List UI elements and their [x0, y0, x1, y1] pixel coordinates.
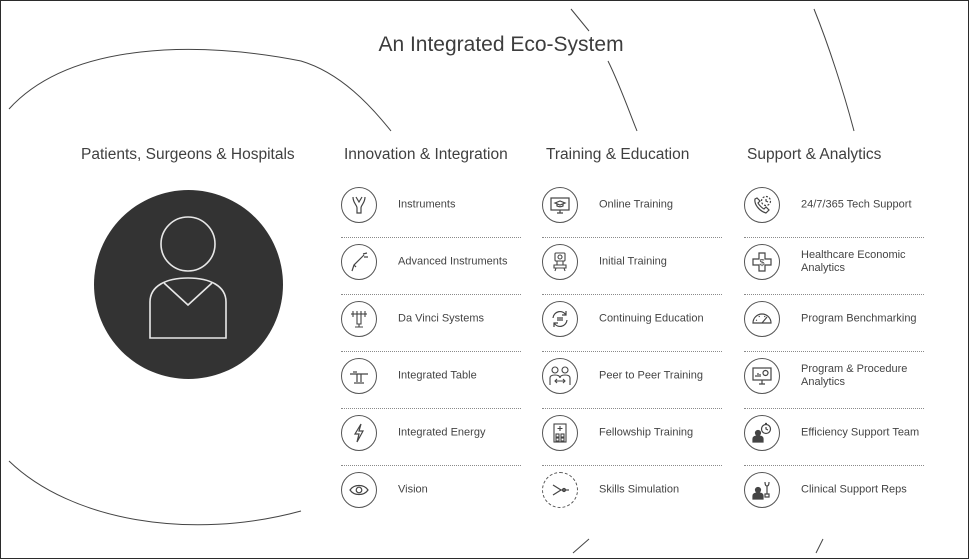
hospital-icon [542, 415, 578, 451]
phone-clock-icon [744, 187, 780, 223]
medical-cross-dollar-icon: $ [744, 244, 780, 280]
instruments-icon [341, 187, 377, 223]
outer-arc-left-bottom [8, 460, 302, 526]
list-item-online-training: Online Training [542, 181, 722, 238]
patient-avatar [94, 190, 283, 379]
outer-arc-left [8, 48, 392, 132]
list-item-procedure-analytics: Program & Procedure Analytics [744, 352, 924, 409]
arc-training-top [607, 60, 638, 132]
training-heading: Training & Education [546, 146, 690, 163]
integrated-table-icon [341, 358, 377, 394]
list-item-healthcare-analytics: $ Healthcare Economic Analytics [744, 238, 924, 295]
arc-support-top [813, 8, 855, 132]
person-stopwatch-icon [744, 415, 780, 451]
list-item-clinical-reps: Clinical Support Reps [744, 466, 924, 523]
peer-exchange-icon [542, 358, 578, 394]
list-item-fellowship-training: Fellowship Training [542, 409, 722, 466]
gauge-icon [744, 301, 780, 337]
list-item-continuing-education: Continuing Education [542, 295, 722, 352]
innovation-heading: Innovation & Integration [344, 146, 508, 163]
list-item-peer-to-peer: Peer to Peer Training [542, 352, 722, 409]
list-item-efficiency-team: Efficiency Support Team [744, 409, 924, 466]
arc-training-bottom [572, 538, 590, 554]
arc-innovation-top [570, 8, 590, 32]
person-icon [149, 216, 227, 339]
simulation-icon [542, 472, 578, 508]
list-item-initial-training: Initial Training [542, 238, 722, 295]
eye-icon [341, 472, 377, 508]
list-item-skills-simulation: Skills Simulation [542, 466, 722, 523]
monitor-graduation-icon [542, 187, 578, 223]
list-item-instruments: Instruments [341, 181, 521, 238]
innovation-list: Instruments Advanced Instruments Da Vinc… [341, 181, 521, 523]
arc-support-bottom [815, 538, 824, 554]
support-list: 24/7/365 Tech Support $ Healthcare Econo… [744, 181, 924, 523]
list-item-advanced-instruments: Advanced Instruments [341, 238, 521, 295]
list-item-integrated-table: Integrated Table [341, 352, 521, 409]
support-heading: Support & Analytics [747, 146, 882, 163]
training-list: Online Training Initial Training Continu… [542, 181, 722, 523]
list-item-da-vinci-systems: Da Vinci Systems [341, 295, 521, 352]
analytics-monitor-icon [744, 358, 780, 394]
list-item-integrated-energy: Integrated Energy [341, 409, 521, 466]
diagram-title: An Integrated Eco-System [378, 33, 624, 56]
refresh-icon [542, 301, 578, 337]
patients-heading: Patients, Surgeons & Hospitals [81, 146, 295, 163]
list-item-vision: Vision [341, 466, 521, 523]
list-item-tech-support: 24/7/365 Tech Support [744, 181, 924, 238]
svg-text:$: $ [759, 258, 764, 268]
list-item-program-benchmarking: Program Benchmarking [744, 295, 924, 352]
da-vinci-systems-icon [341, 301, 377, 337]
surgeon-console-icon [542, 244, 578, 280]
person-wrench-icon [744, 472, 780, 508]
lightning-icon [341, 415, 377, 451]
advanced-instruments-icon [341, 244, 377, 280]
